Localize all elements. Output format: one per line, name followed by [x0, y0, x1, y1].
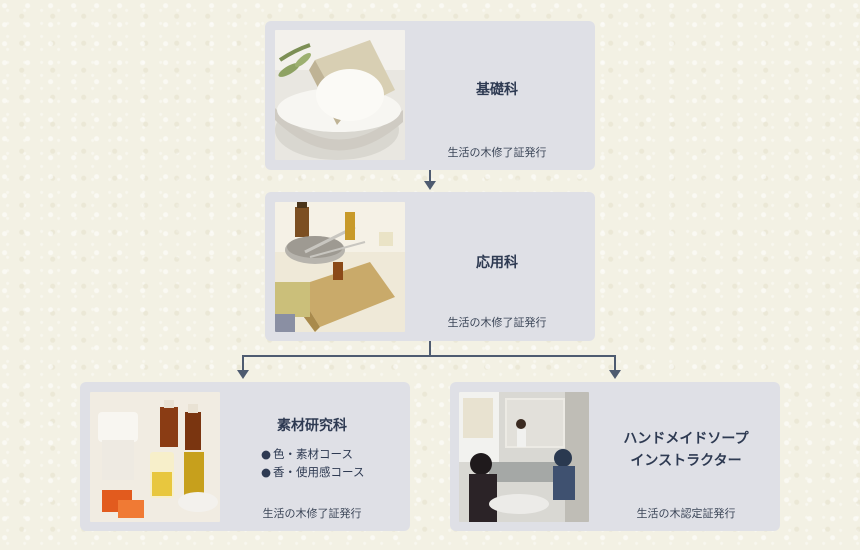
- soap-bars-photo: [275, 202, 405, 332]
- course-item-color: 色・素材コース: [261, 445, 364, 463]
- arrow-down-icon: [237, 370, 249, 379]
- course-card-material: 素材研究科 色・素材コース 香・使用感コース 生活の木修了証発行: [80, 382, 410, 531]
- certificate-label-instructor: 生活の木認定証発行: [636, 507, 736, 520]
- course-title-instructor: ハンドメイドソープ インストラクター: [611, 428, 761, 472]
- course-card-basic: 基礎科 生活の木修了証発行: [265, 21, 595, 170]
- connector-branch-stem: [429, 341, 431, 357]
- course-title-basic: 基礎科: [476, 82, 518, 98]
- course-title-applied: 応用科: [476, 255, 518, 271]
- certificate-label-basic: 生活の木修了証発行: [447, 146, 547, 159]
- connector-basic-applied: [429, 170, 431, 182]
- course-card-applied: 応用科 生活の木修了証発行: [265, 192, 595, 341]
- connector-branch-right: [614, 355, 616, 370]
- aroma-bottles-photo: [90, 392, 220, 522]
- course-list-material: 色・素材コース 香・使用感コース: [261, 445, 364, 481]
- arrow-down-icon: [609, 370, 621, 379]
- certificate-label-material: 生活の木修了証発行: [262, 507, 362, 520]
- certificate-label-applied: 生活の木修了証発行: [447, 316, 547, 329]
- course-title-instructor-line2: インストラクター: [630, 453, 742, 469]
- course-item-scent: 香・使用感コース: [261, 463, 364, 481]
- arrow-down-icon: [424, 181, 436, 190]
- classroom-photo: [459, 392, 589, 522]
- soap-bowl-photo: [275, 30, 405, 160]
- course-title-material: 素材研究科: [277, 418, 347, 434]
- connector-branch-left: [242, 355, 244, 370]
- course-title-instructor-line1: ハンドメイドソープ: [623, 431, 749, 447]
- course-card-instructor: ハンドメイドソープ インストラクター 生活の木認定証発行: [450, 382, 780, 531]
- connector-branch-bar: [242, 355, 616, 357]
